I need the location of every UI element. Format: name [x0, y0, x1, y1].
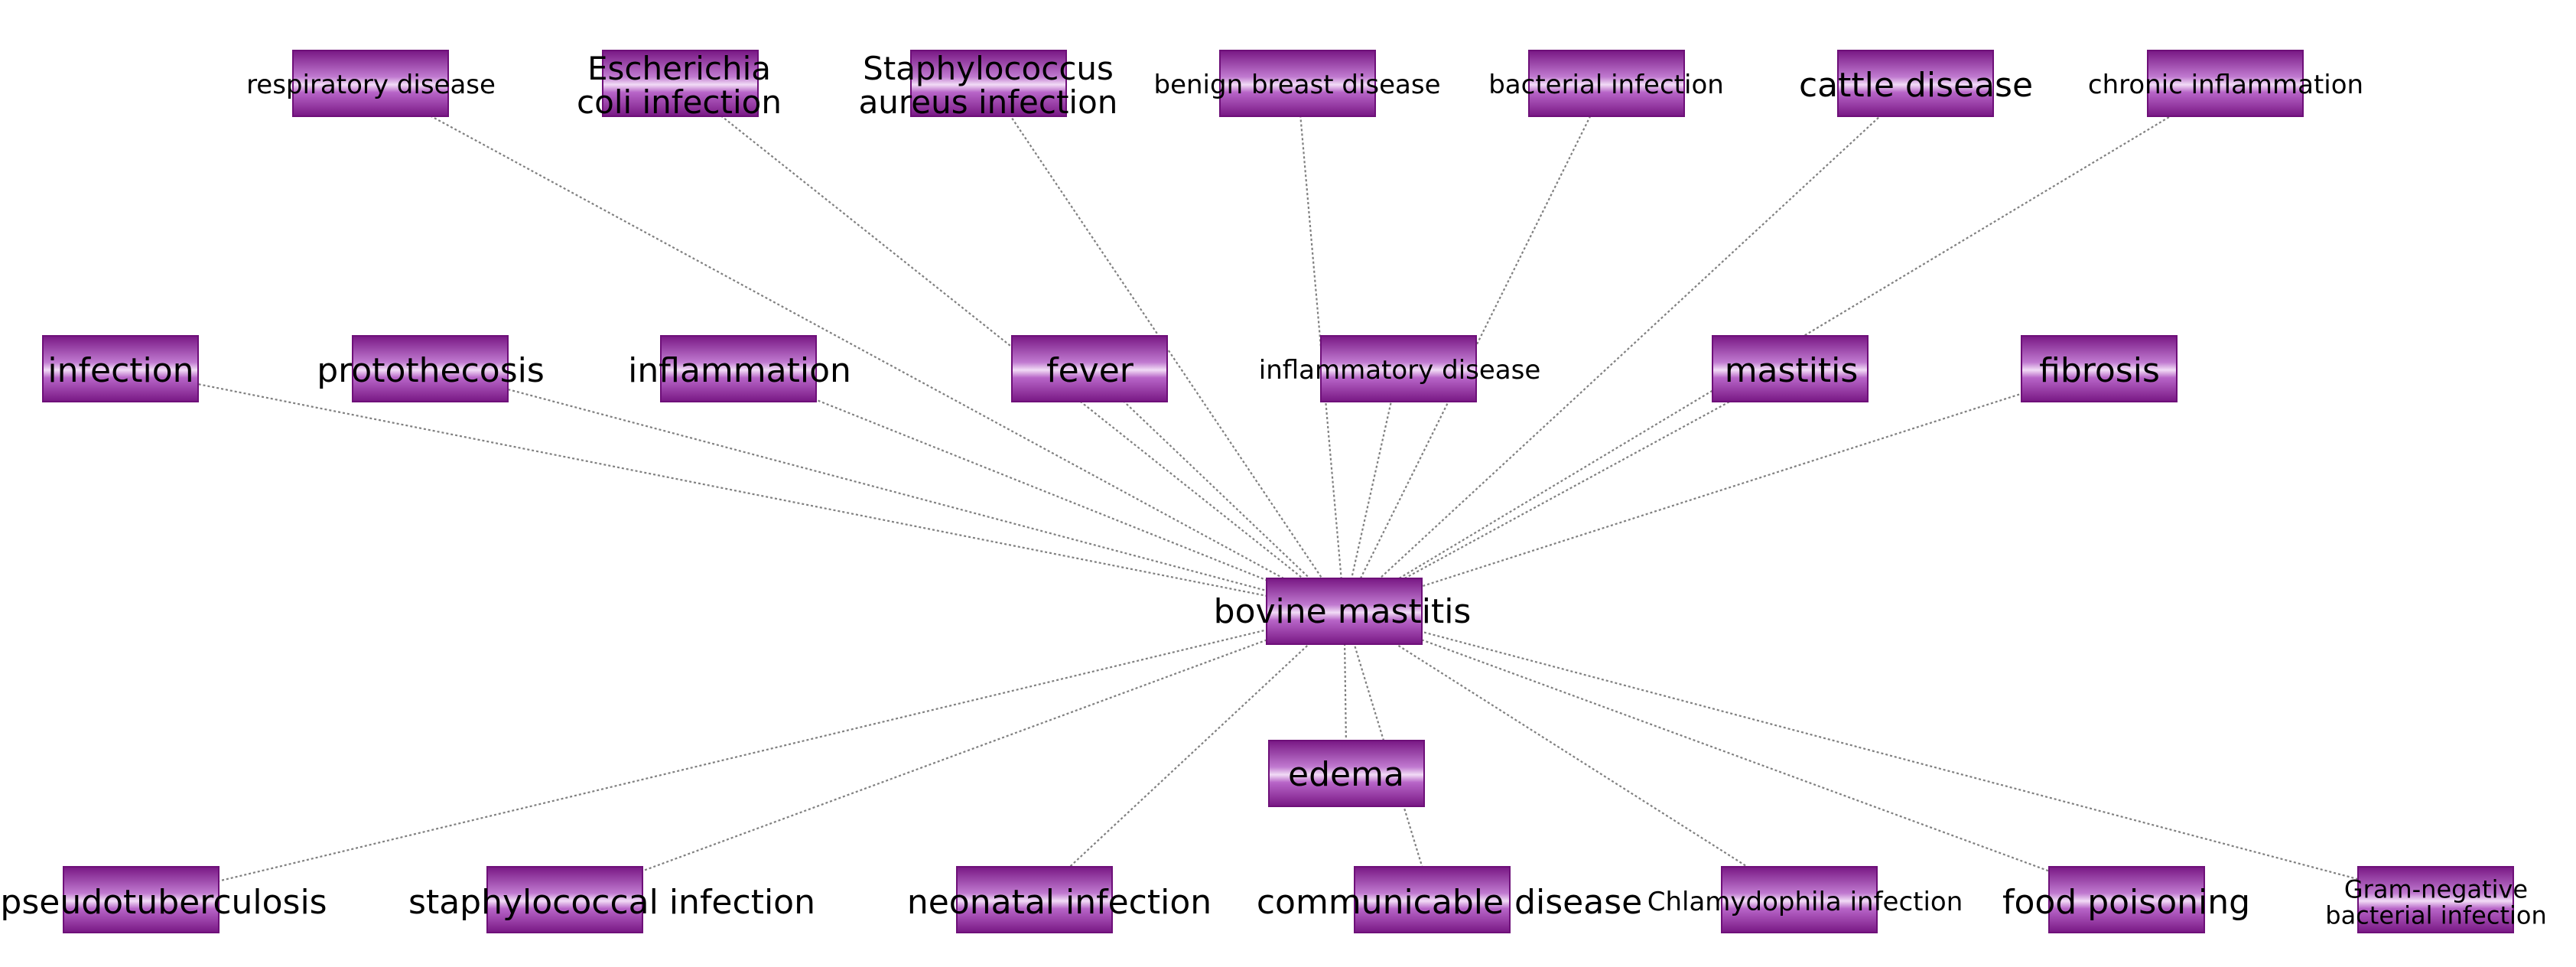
node-label-line: inflammatory disease: [1258, 355, 1541, 386]
node-label-line: neonatal infection: [906, 882, 1212, 922]
node-label-line: bovine mastitis: [1213, 591, 1472, 631]
node-box-chronic[interactable]: [2147, 50, 2304, 117]
edge-center-food: [1344, 610, 2127, 901]
edge-center-cattle: [1343, 83, 1917, 612]
node-label-line: communicable disease: [1256, 882, 1643, 922]
node-label-line: fever: [1046, 350, 1134, 390]
edge-center-pseudo: [141, 610, 1345, 901]
node-label-chlamydophila: Chlamydophila infection: [1647, 887, 1963, 918]
node-label-line: edema: [1288, 754, 1404, 794]
node-label-line: inflammation: [628, 350, 851, 390]
node-label-line: Staphylococcus: [863, 49, 1114, 87]
node-label-benign: benign breast disease: [1153, 70, 1441, 101]
node-label-line: fibrosis: [2039, 350, 2160, 390]
edge-center-staph-inf: [564, 610, 1345, 901]
node-box-gramneg[interactable]: [2357, 866, 2514, 933]
node-box-center[interactable]: [1266, 578, 1423, 645]
node-box-cattle[interactable]: [1837, 50, 1994, 117]
node-label-line: cattle disease: [1798, 65, 2034, 105]
edge-center-mastitis: [1343, 368, 1791, 612]
node-box-resp[interactable]: [292, 50, 449, 117]
node-label-cattle: cattle disease: [1798, 65, 2034, 105]
node-box-mastitis[interactable]: [1712, 335, 1869, 402]
edge-center-inflam-disease: [1343, 368, 1400, 612]
node-label-communicable: communicable disease: [1256, 882, 1643, 922]
edge-center-infection: [120, 367, 1345, 613]
node-label-staph-inf: staphylococcal infection: [408, 882, 815, 922]
node-box-inflam-disease[interactable]: [1320, 335, 1477, 402]
edge-center-fever: [1088, 368, 1345, 612]
node-label-pseudo: pseudotuberculosis: [0, 882, 327, 922]
edge-center-resp: [369, 83, 1345, 612]
node-box-edema[interactable]: [1268, 740, 1425, 807]
node-label-resp: respiratory disease: [246, 70, 496, 101]
node-box-food[interactable]: [2048, 866, 2205, 933]
node-label-chronic: chronic inflammation: [2087, 70, 2364, 101]
edge-center-protothecosis: [430, 367, 1345, 613]
node-box-staph-aureus[interactable]: [910, 50, 1067, 117]
edge-center-inflammation: [738, 367, 1345, 613]
node-label-line: chronic inflammation: [2087, 70, 2364, 101]
node-label-neonatal: neonatal infection: [906, 882, 1212, 922]
node-box-bact[interactable]: [1528, 50, 1685, 117]
node-box-communicable[interactable]: [1354, 866, 1511, 933]
node-box-ecoli[interactable]: [602, 50, 759, 117]
node-label-line: bacterial infection: [2325, 900, 2547, 930]
edge-center-gramneg: [1344, 610, 2436, 901]
node-label-line: infection: [47, 350, 194, 390]
node-box-staph-inf[interactable]: [486, 866, 643, 933]
node-box-fibrosis[interactable]: [2021, 335, 2178, 402]
node-box-pseudo[interactable]: [63, 866, 220, 933]
node-label-line: Chlamydophila infection: [1647, 887, 1963, 918]
node-label-inflam-disease: inflammatory disease: [1259, 357, 1541, 385]
node-label-line: staphylococcal infection: [408, 882, 815, 922]
edge-center-benign: [1296, 83, 1345, 612]
node-label-line: Gram-negative: [2343, 874, 2529, 904]
node-label-line: benign breast disease: [1153, 70, 1441, 101]
node-label-fibrosis: fibrosis: [2039, 353, 2160, 389]
node-box-infection[interactable]: [42, 335, 199, 402]
node-label-line: food poisoning: [2002, 882, 2251, 922]
node-label-line: Escherichia: [587, 49, 772, 87]
edge-center-fibrosis: [1344, 367, 2100, 613]
node-label-mastitis: mastitis: [1725, 353, 1859, 389]
node-label-line: pseudotuberculosis: [0, 882, 327, 922]
node-label-center: bovine mastitis: [1214, 594, 1472, 630]
edge-center-chronic: [1343, 83, 2226, 612]
node-label-line: bacterial infection: [1488, 70, 1724, 101]
node-label-line: respiratory disease: [246, 70, 496, 101]
node-label-line: mastitis: [1724, 350, 1859, 390]
node-box-neonatal[interactable]: [956, 866, 1113, 933]
node-box-fever[interactable]: [1011, 335, 1168, 402]
node-label-line: protothecosis: [317, 350, 545, 390]
node-label-line: aureus infection: [858, 83, 1118, 121]
node-label-infection: infection: [47, 353, 194, 389]
node-label-fever: fever: [1046, 353, 1134, 389]
node-label-food: food poisoning: [2002, 882, 2251, 922]
node-label-protothecosis: protothecosis: [317, 353, 545, 389]
node-label-edema: edema: [1288, 757, 1404, 793]
edge-center-neonatal: [1033, 610, 1345, 900]
node-box-inflammation[interactable]: [660, 335, 817, 402]
node-label-line: coli infection: [577, 83, 782, 121]
node-box-chlamydophila[interactable]: [1721, 866, 1878, 933]
node-box-benign[interactable]: [1219, 50, 1376, 117]
node-label-inflammation: inflammation: [628, 353, 851, 389]
node-label-bact: bacterial infection: [1488, 70, 1724, 101]
node-box-protothecosis[interactable]: [352, 335, 509, 402]
